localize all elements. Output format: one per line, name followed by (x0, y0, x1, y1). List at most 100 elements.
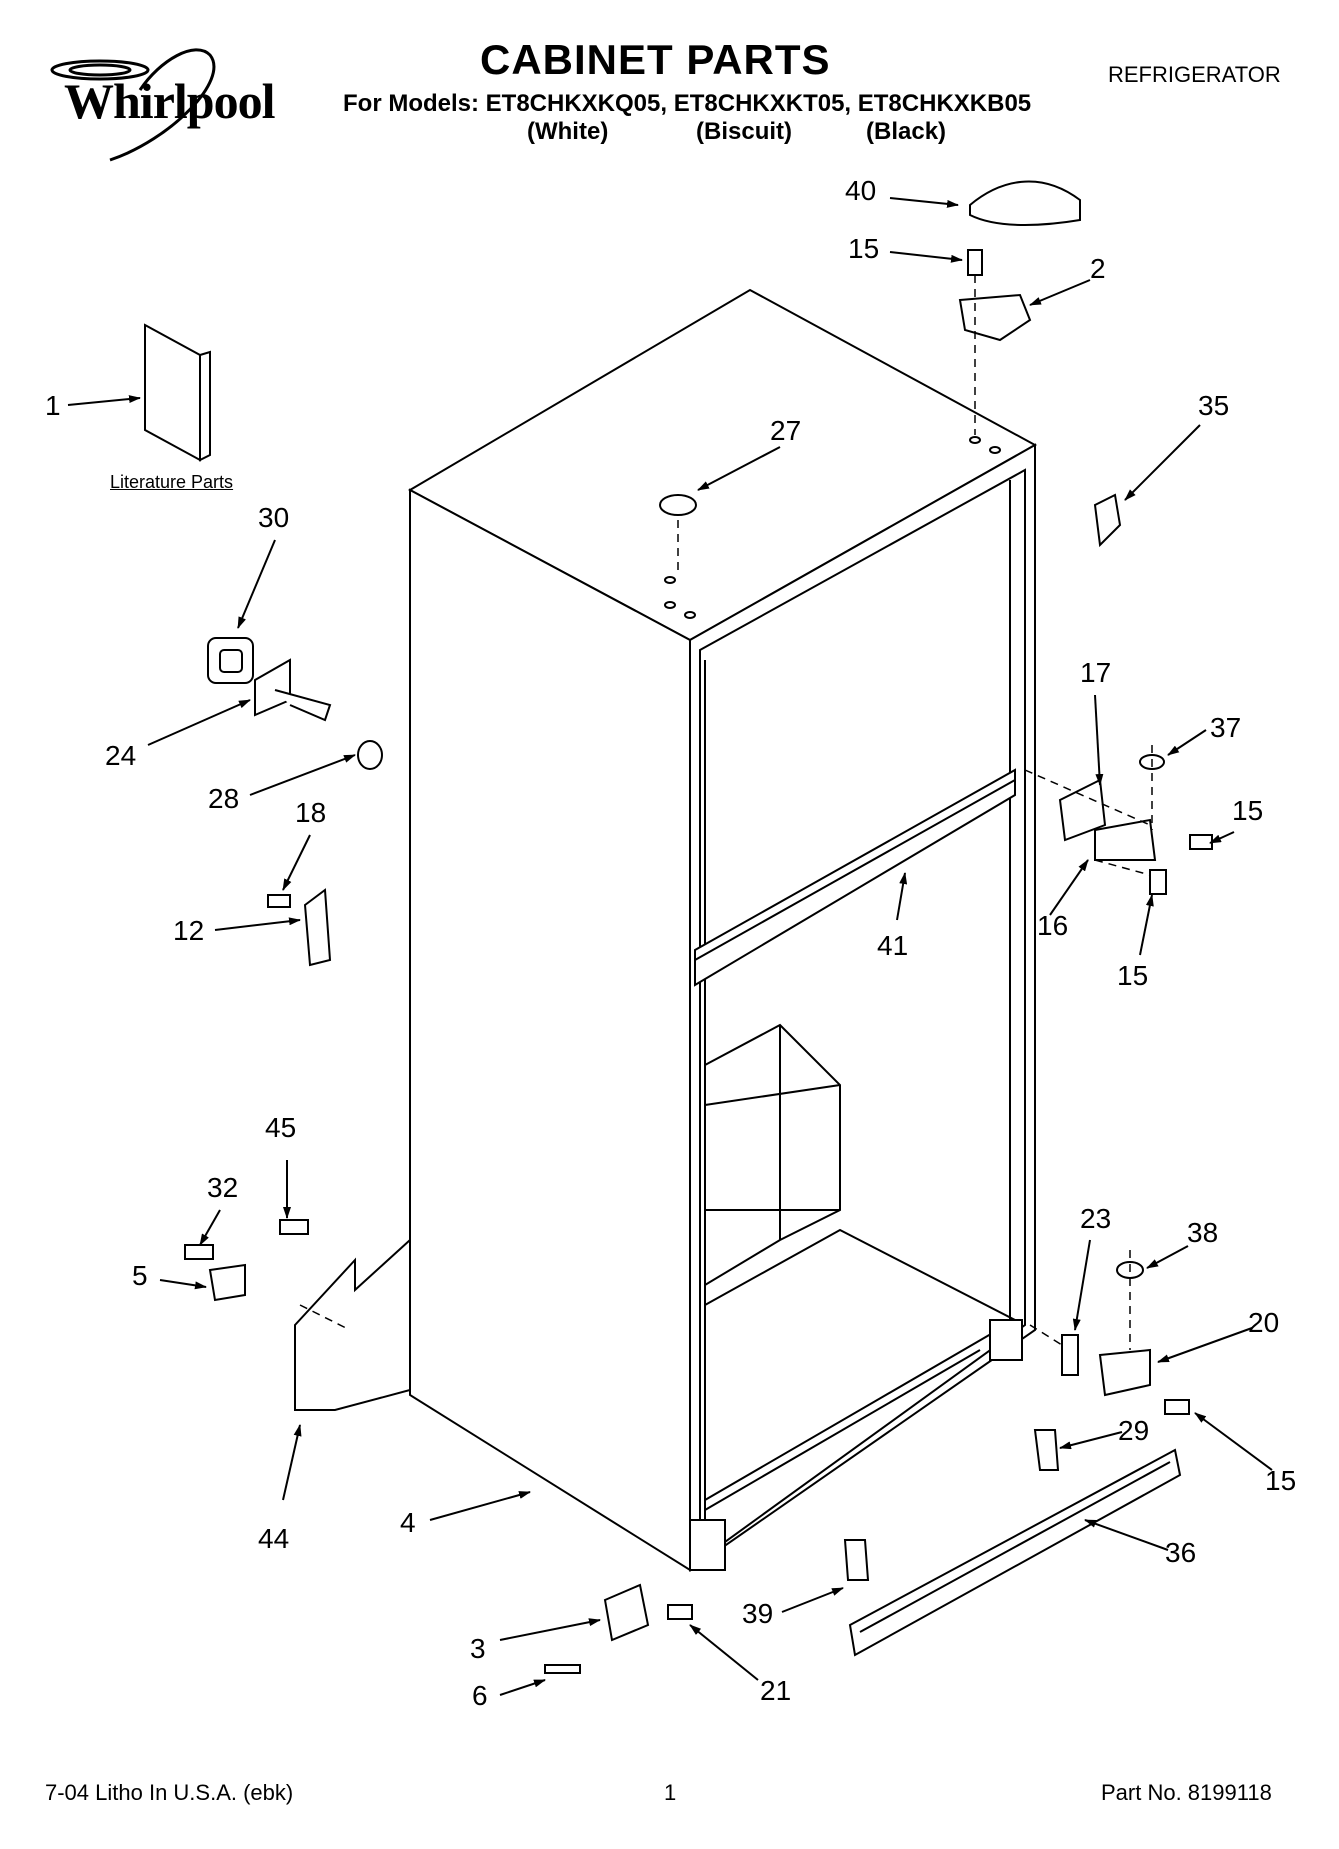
callout-arrow-40 (889, 197, 959, 208)
callout-label-15: 15 (1117, 960, 1148, 991)
callout-arrow-15 (1139, 894, 1154, 956)
callout-arrow-27 (697, 446, 781, 491)
grommet-30-inner (219, 649, 243, 673)
top-hinge (958, 293, 1032, 342)
callout-label-40: 40 (845, 175, 876, 206)
callout-arrow-6 (499, 1679, 546, 1696)
callout-arrow-38 (1146, 1245, 1189, 1269)
callout-arrow-28 (249, 754, 356, 796)
callout-label-1: 1 (45, 390, 61, 421)
callout-arrow-18 (282, 834, 311, 891)
callout-arrow-39 (781, 1587, 844, 1613)
callout-arrow-35 (1124, 424, 1201, 501)
color-biscuit: (Biscuit) (696, 118, 792, 145)
handle-bracket-24 (254, 658, 291, 717)
callout-label-18: 18 (295, 797, 326, 828)
callout-arrow-36 (1084, 1519, 1169, 1551)
plug-27 (659, 494, 697, 516)
callout-arrow-5 (159, 1279, 207, 1290)
screw-15-bottom (1164, 1399, 1190, 1415)
footer-part-number: Part No. 8199118 (1101, 1780, 1272, 1805)
callout-arrow-30 (237, 539, 276, 629)
bottom-hinge-20 (1098, 1348, 1151, 1397)
clamp-5 (208, 1263, 246, 1302)
callout-label-3: 3 (470, 1633, 486, 1664)
screw-32 (184, 1244, 214, 1260)
callout-arrow-4 (429, 1491, 531, 1521)
callout-label-41: 41 (877, 930, 908, 961)
callout-label-17: 17 (1080, 657, 1111, 688)
center-hinge-16 (1094, 818, 1157, 861)
callout-label-35: 35 (1198, 390, 1229, 421)
color-black: (Black) (866, 118, 947, 145)
pin-6 (544, 1664, 581, 1674)
callout-arrow-1 (67, 395, 141, 406)
callout-label-16: 16 (1037, 910, 1068, 941)
callout-label-20: 20 (1248, 1307, 1279, 1338)
clip-29 (1033, 1429, 1060, 1471)
callout-label-28: 28 (208, 783, 239, 814)
callout-arrow-44 (282, 1424, 302, 1501)
assembly-lines (299, 275, 1153, 1350)
screw-15-lower (1149, 869, 1167, 895)
footer-page-number: 1 (664, 1780, 677, 1805)
literature-booklet (144, 323, 201, 462)
callout-arrow-12 (214, 917, 301, 931)
literature-parts-label: Literature Parts (110, 472, 234, 492)
shim-17 (1058, 778, 1107, 842)
callout-label-2: 2 (1090, 253, 1106, 284)
callout-arrow-15 (889, 251, 963, 263)
callout-arrow-20 (1157, 1327, 1253, 1363)
callout-label-15: 15 (848, 233, 879, 264)
category-label: REFRIGERATOR (1108, 62, 1281, 87)
callout-label-15: 15 (1265, 1465, 1296, 1496)
callout-arrow-24 (147, 699, 251, 746)
shim-23 (1061, 1334, 1079, 1376)
callout-arrow-23 (1072, 1239, 1091, 1331)
washer-28 (357, 740, 383, 770)
toe-grille-36 (848, 1448, 1182, 1657)
callout-label-4: 4 (400, 1507, 416, 1538)
callout-label-38: 38 (1187, 1217, 1218, 1248)
cover-35 (1093, 493, 1122, 548)
callout-label-21: 21 (760, 1675, 791, 1706)
callout-label-23: 23 (1080, 1203, 1111, 1234)
page-title: CABINET PARTS (480, 36, 831, 83)
whirlpool-swirl-icon (50, 48, 216, 162)
callout-arrow-29 (1059, 1431, 1123, 1450)
screw-top (967, 249, 983, 276)
callout-arrow-16 (1049, 859, 1089, 916)
literature-booklet-edge (199, 350, 211, 462)
callout-arrow-41 (896, 872, 908, 921)
callout-label-27: 27 (770, 415, 801, 446)
cabinet-body (294, 288, 1038, 1572)
callout-label-44: 44 (258, 1523, 289, 1554)
callout-label-45: 45 (265, 1112, 296, 1143)
callout-arrow-32 (199, 1209, 221, 1246)
handle-bracket-24-shaft (274, 689, 332, 722)
callout-label-24: 24 (105, 740, 136, 771)
color-white: (White) (527, 118, 609, 145)
callout-label-6: 6 (472, 1680, 488, 1711)
callout-label-29: 29 (1118, 1415, 1149, 1446)
callout-arrow-15 (1194, 1412, 1273, 1471)
callout-arrow-17 (1094, 694, 1104, 786)
callout-arrow-37 (1167, 729, 1207, 756)
callout-label-5: 5 (132, 1260, 148, 1291)
brand-logo-text: Whirlpool (64, 73, 275, 129)
screw-15-right (1189, 834, 1213, 850)
screw-45 (279, 1219, 309, 1235)
clip-12 (303, 888, 332, 967)
callout-label-32: 32 (207, 1172, 238, 1203)
screw-21 (667, 1604, 693, 1620)
models-line: For Models: ET8CHKXKQ05, ET8CHKXKT05, ET… (343, 90, 1032, 117)
callout-label-36: 36 (1165, 1537, 1196, 1568)
footer-litho: 7-04 Litho In U.S.A. (ebk) (45, 1780, 294, 1805)
loose-parts (144, 180, 1213, 1674)
callout-arrow-3 (499, 1618, 601, 1641)
top-hinge-cover (969, 180, 1081, 226)
callout-arrow-2 (1029, 279, 1091, 306)
callout-arrow-21 (689, 1624, 759, 1681)
